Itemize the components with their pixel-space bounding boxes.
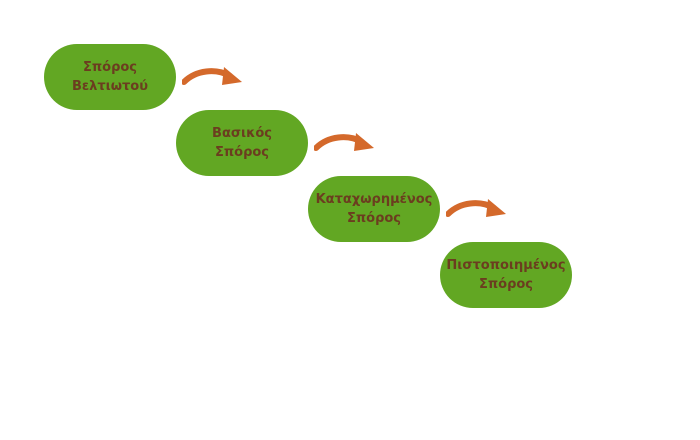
step-label: Βασικός Σπόρος	[212, 124, 272, 162]
step-label-line-1: Βασικός	[212, 126, 272, 141]
step-label-line-2: Σπόρος	[478, 277, 534, 292]
curved-arrow-icon	[182, 67, 242, 85]
step-label: Καταχωρημένος Σπόρος	[316, 190, 433, 228]
step-basic-seed: Βασικός Σπόρος	[176, 110, 308, 176]
step-label-line-2: Σπόρος	[346, 211, 402, 226]
step-registered-seed: Καταχωρημένος Σπόρος	[308, 176, 440, 242]
step-label-line-1: Πιστοποιημένος	[446, 258, 566, 273]
step-label-line-1: Σπόρος	[82, 60, 138, 75]
step-label-line-2: Βελτιωτού	[71, 79, 149, 94]
step-certified-seed: Πιστοποιημένος Σπόρος	[440, 242, 572, 308]
step-label: Σπόρος Βελτιωτού	[72, 58, 148, 96]
step-breeder-seed: Σπόρος Βελτιωτού	[44, 44, 176, 110]
step-label: Πιστοποιημένος Σπόρος	[446, 256, 565, 294]
curved-arrow-icon	[314, 133, 374, 151]
step-label-line-2: Σπόρος	[214, 145, 270, 160]
step-label-line-1: Καταχωρημένος	[315, 192, 433, 207]
curved-arrow-icon	[446, 199, 506, 217]
